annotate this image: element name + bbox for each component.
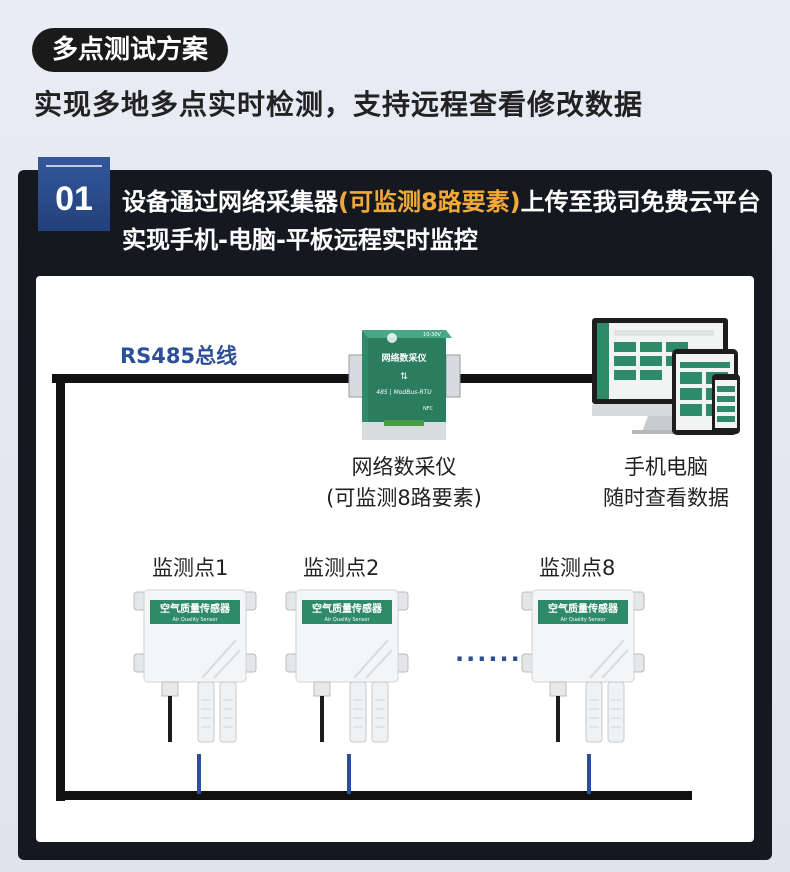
collector-model: 485 | ModBus-RTU — [376, 389, 432, 396]
monitoring-point-8-label: 监测点8 — [539, 556, 616, 580]
step-number-badge: 01 — [38, 157, 110, 231]
terminal-caption: 手机电脑 随时查看数据 — [576, 452, 756, 514]
sensor-title: 空气质量传感器 — [548, 602, 619, 615]
bottom-bus-line — [56, 791, 692, 800]
sensor-label-plate — [538, 600, 628, 624]
sensor-probe — [371, 681, 389, 743]
terminal-caption-line1: 手机电脑 — [624, 455, 708, 479]
sensor-label-plate — [150, 600, 240, 624]
sensor-subtitle: Air Quality Sensor — [172, 617, 218, 623]
sensor-2: 空气质量传感器 Air Quality Sensor — [285, 589, 409, 743]
collector-caption: 网络数采仪 (可监测8路要素) — [298, 452, 510, 514]
sensor-cable — [168, 696, 172, 742]
section-subtitle: 实现多地多点实时检测，支持远程查看修改数据 — [34, 88, 644, 121]
left-bus-line — [56, 374, 65, 801]
collector-voltage: 10-30V — [423, 332, 442, 338]
home-icon — [387, 333, 397, 343]
transfer-arrows-icon: ⇅ — [400, 372, 408, 382]
collector-nfc: NFC — [423, 406, 434, 412]
sensor-probe — [585, 681, 603, 743]
collector-caption-line1: 网络数采仪 — [351, 455, 457, 479]
monitoring-point-2-label: 监测点2 — [303, 556, 380, 580]
step-description: 设备通过网络采集器(可监测8路要素)上传至我司免费云平台实现手机-电脑-平板远程… — [122, 183, 762, 259]
terminal-caption-line2: 随时查看数据 — [603, 486, 729, 510]
sensor-subtitle: Air Quality Sensor — [560, 617, 606, 623]
drop-line-2 — [347, 754, 351, 794]
rs485-bus-label: RS485总线 — [120, 344, 238, 368]
desc-part2: 上传至我司免费云平台实现手机-电脑-平板远程实时监控 — [122, 188, 761, 254]
more-points-ellipsis: ······ — [455, 645, 522, 673]
sensor-cable — [556, 696, 560, 742]
sensor-probe — [607, 681, 625, 743]
desc-highlight: (可监测8路要素) — [338, 188, 521, 216]
sensor-label-plate — [302, 600, 392, 624]
sensor-devices: 空气质量传感器 Air Quality Sensor 空气质量传感器 Air Qual… — [133, 589, 645, 743]
section-title-badge: 多点测试方案 — [32, 28, 229, 72]
terminal-devices — [592, 318, 740, 435]
network-collector-device: 网络数采仪 ⇅ 485 | ModBus-RTU 10-30V NFC — [348, 330, 461, 440]
sensor-probe — [349, 681, 367, 743]
drop-line-8 — [587, 754, 591, 794]
sensor-title: 空气质量传感器 — [160, 602, 231, 615]
sensor-probe — [219, 681, 237, 743]
sensor-title: 空气质量传感器 — [312, 602, 383, 615]
sensor-subtitle: Air Quality Sensor — [324, 617, 370, 623]
sensor-probe — [197, 681, 215, 743]
desc-part1: 设备通过网络采集器 — [122, 188, 338, 216]
drop-line-1 — [197, 754, 201, 794]
sensor-cable — [320, 696, 324, 742]
monitoring-point-1-label: 监测点1 — [152, 556, 229, 580]
collector-title: 网络数采仪 — [381, 352, 427, 364]
sensor-1: 空气质量传感器 Air Quality Sensor — [133, 589, 257, 743]
collector-caption-line2: (可监测8路要素) — [326, 486, 482, 510]
sensor-3: 空气质量传感器 Air Quality Sensor — [521, 589, 645, 743]
